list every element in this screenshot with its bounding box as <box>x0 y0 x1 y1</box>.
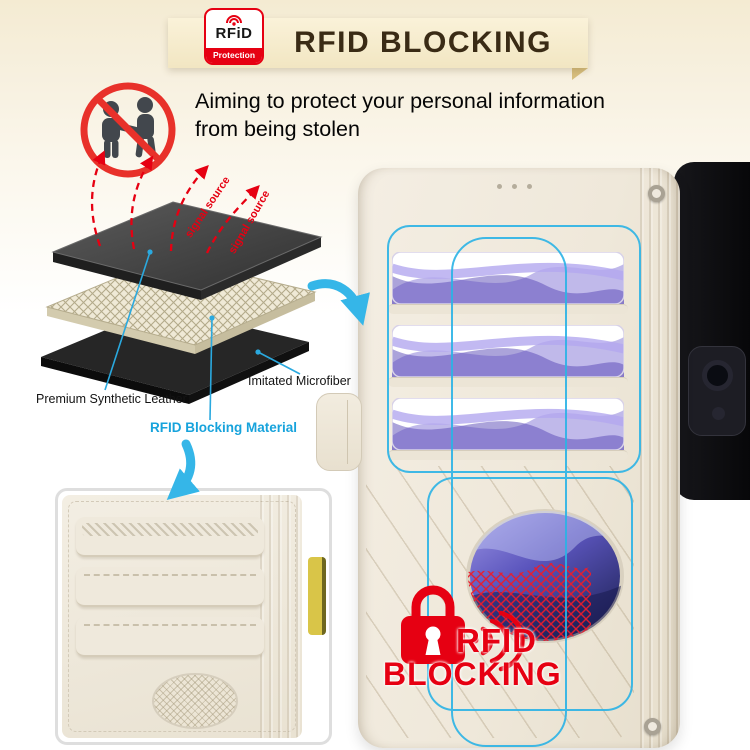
logo-protection-text: Protection <box>206 48 262 63</box>
snap-dot-3 <box>527 184 532 189</box>
material-layers-diagram <box>41 201 323 404</box>
card-slot-1 <box>76 517 264 557</box>
case-card-slot-3 <box>388 394 628 462</box>
camera-small-lens-icon <box>712 407 725 420</box>
arrow-to-inset <box>166 439 200 501</box>
stitch-line <box>84 624 256 626</box>
phone-edge-in-case <box>308 557 326 635</box>
slot-lip <box>388 450 628 460</box>
purple-wave-card <box>392 252 624 304</box>
wallet-interior <box>62 495 302 738</box>
eyelet-top-icon <box>648 185 665 202</box>
rfid-protection-logo: RFiD Protection <box>204 8 264 65</box>
phone-camera-module <box>688 346 746 436</box>
card-slot-3 <box>76 617 264 657</box>
snap-dot-2 <box>512 184 517 189</box>
label-imitated-microfiber: Imitated Microfiber <box>248 374 351 388</box>
card-slot-2 <box>76 567 264 607</box>
stitching-line <box>68 501 296 732</box>
page-title: RFID BLOCKING <box>294 26 552 59</box>
wallet-spine-ribs <box>260 495 302 738</box>
eyelet-bottom-icon <box>644 718 661 735</box>
case-card-slot-1 <box>388 248 628 316</box>
rfid-blocking-text-line1: RFID <box>456 622 537 659</box>
purple-wave-card <box>392 325 624 377</box>
label-rfid-blocking-material: RFID Blocking Material <box>150 420 298 435</box>
rfid-blocking-text-line2: BLOCKING <box>383 656 562 692</box>
wifi-waves-icon <box>226 15 242 26</box>
stitch-line <box>84 574 256 576</box>
logo-brand-text: RFiD <box>215 25 253 42</box>
strap-seam <box>347 400 348 464</box>
leather-layer <box>51 201 323 291</box>
label-premium-synthetic-leather: Premium Synthetic Leather <box>36 392 187 406</box>
snap-dot-1 <box>497 184 502 189</box>
purple-wave-card <box>392 398 624 450</box>
no-pickpocket-icon <box>80 82 176 178</box>
magnetic-clasp-strap <box>316 393 362 471</box>
woven-stitch-band <box>82 523 258 536</box>
case-spine-ribs <box>640 168 680 748</box>
camera-lens-icon <box>702 360 733 391</box>
phone-device <box>674 162 750 500</box>
wallet-interior-inset <box>55 488 332 745</box>
slot-lip <box>388 377 628 387</box>
case-card-slot-2 <box>388 321 628 389</box>
slot-lip <box>388 304 628 314</box>
embossed-logo-oval <box>152 673 238 729</box>
ribbon-fold <box>572 68 588 80</box>
intro-text: Aiming to protect your personal informat… <box>195 89 605 141</box>
